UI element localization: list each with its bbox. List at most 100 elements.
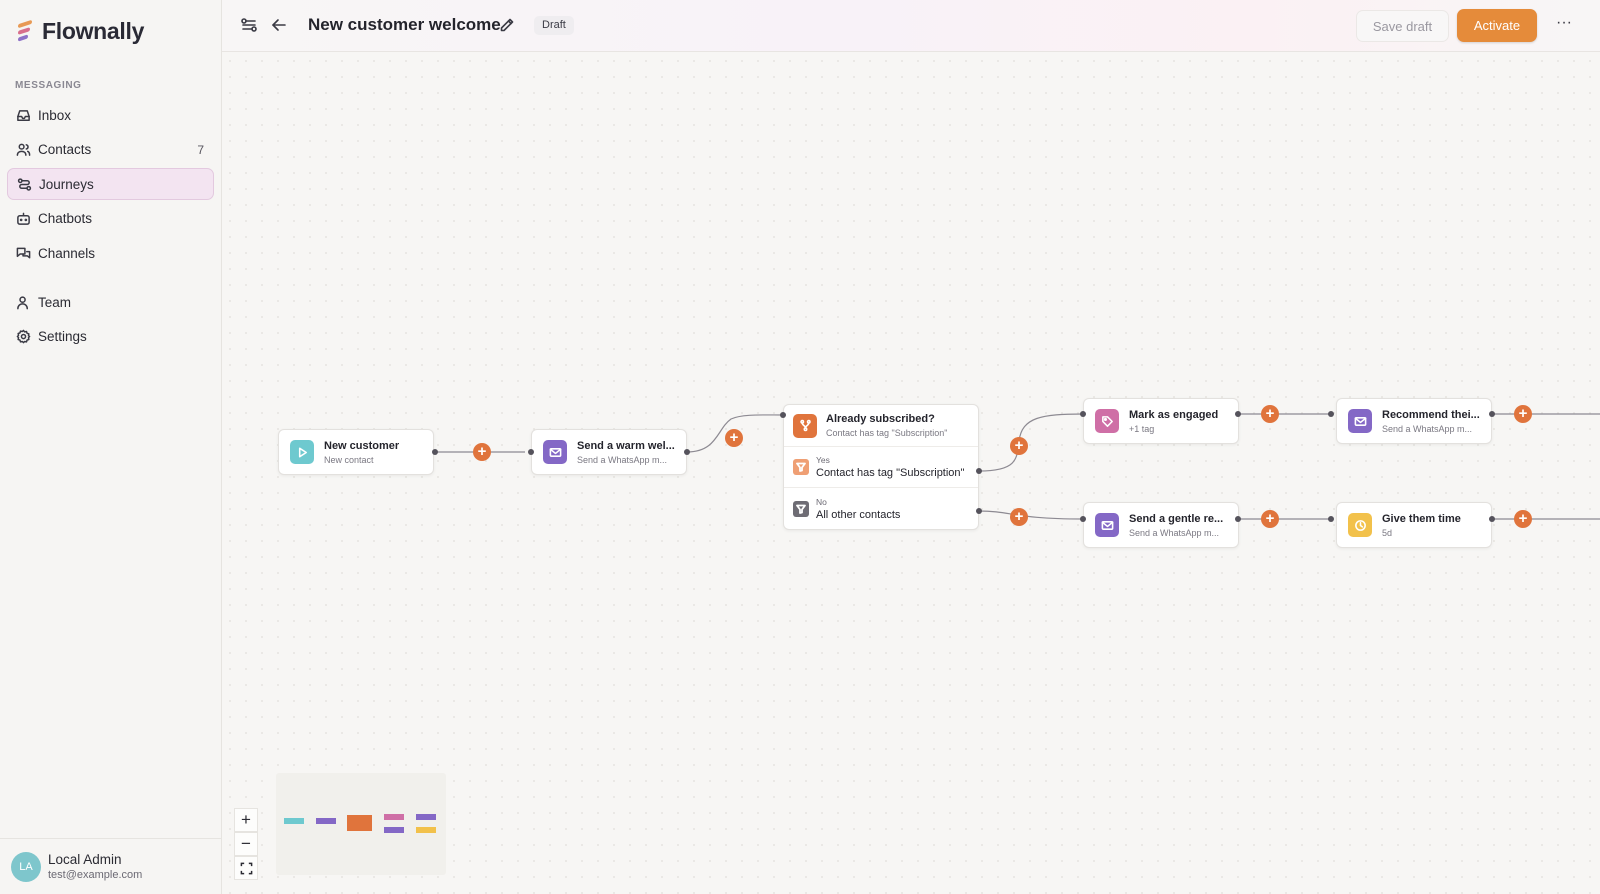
filter-icon: [793, 500, 809, 517]
node-title: Send a gentle re...: [1129, 512, 1224, 525]
zoom-controls: + −: [234, 808, 258, 880]
fit-view-icon: [240, 862, 252, 874]
input-handle[interactable]: [780, 412, 786, 418]
add-step-button[interactable]: +: [1010, 437, 1028, 455]
output-handle[interactable]: [432, 449, 438, 455]
edit-title-icon[interactable]: [499, 17, 515, 33]
activate-button[interactable]: Activate: [1457, 9, 1537, 42]
users-icon: [16, 143, 31, 156]
minimap-node: [416, 814, 436, 820]
sidebar-item-label: Journeys: [39, 176, 94, 192]
sidebar: Flownally MESSAGING Inbox Contacts 7 Jou…: [0, 0, 222, 894]
edge-yes-engaged: [978, 413, 1084, 472]
sidebar-item-team[interactable]: Team: [7, 286, 214, 318]
node-title: Send a warm wel...: [577, 439, 675, 452]
user-email: test@example.com: [48, 869, 143, 881]
zoom-in-button[interactable]: +: [234, 808, 258, 832]
flow-node-condition[interactable]: Already subscribed? Contact has tag "Sub…: [783, 404, 979, 530]
add-step-button[interactable]: +: [1261, 510, 1279, 528]
back-arrow-icon[interactable]: [270, 16, 288, 34]
flow-node-mark-engaged[interactable]: Mark as engaged +1 tag: [1083, 398, 1239, 444]
condition-header: Already subscribed? Contact has tag "Sub…: [784, 405, 978, 447]
avatar: LA: [11, 851, 41, 882]
output-handle[interactable]: [1235, 411, 1241, 417]
branch-text: All other contacts: [816, 508, 901, 521]
minimap-node: [316, 818, 336, 824]
editor-header: New customer welcome Draft Save draft Ac…: [222, 0, 1600, 52]
node-title: Recommend thei...: [1382, 408, 1480, 421]
condition-branch-yes[interactable]: Yes Contact has tag "Subscription": [784, 447, 978, 488]
node-subtitle: 5d: [1382, 527, 1393, 538]
input-handle[interactable]: [1080, 516, 1086, 522]
node-subtitle: Send a WhatsApp m...: [1129, 527, 1220, 538]
branch-text: Contact has tag "Subscription": [816, 467, 965, 479]
input-handle[interactable]: [528, 449, 534, 455]
sidebar-item-contacts[interactable]: Contacts 7: [7, 134, 214, 166]
minimap-node: [284, 818, 304, 824]
tag-icon: [1095, 409, 1119, 433]
flownally-logo-icon: [18, 19, 36, 45]
sidebar-item-chatbots[interactable]: Chatbots: [7, 203, 214, 235]
sidebar-item-label: Contacts: [38, 142, 92, 157]
save-draft-button[interactable]: Save draft: [1356, 10, 1449, 42]
flow-edges: [435, 413, 1600, 520]
node-subtitle: Send a WhatsApp m...: [1382, 423, 1473, 434]
flow-settings-icon[interactable]: [240, 16, 258, 34]
flow-node-send-welcome[interactable]: Send a warm wel... Send a WhatsApp m...: [531, 429, 687, 475]
add-step-button[interactable]: +: [1514, 405, 1532, 423]
sidebar-item-label: Team: [38, 294, 72, 310]
output-handle[interactable]: [1489, 411, 1495, 417]
flow-node-trigger[interactable]: New customer New contact: [278, 429, 434, 475]
sidebar-item-inbox[interactable]: Inbox: [7, 99, 214, 131]
node-title: Already subscribed?: [826, 413, 935, 425]
output-handle[interactable]: [976, 508, 982, 514]
status-badge: Draft: [534, 16, 574, 35]
add-step-button[interactable]: +: [725, 429, 743, 447]
sidebar-item-settings[interactable]: Settings: [7, 321, 214, 353]
inbox-icon: [17, 109, 30, 121]
edge-no-gentle: [978, 510, 1084, 520]
edge-send-condition: [686, 414, 784, 453]
chat-icon: [16, 247, 31, 258]
minimap-node: [384, 814, 404, 820]
output-handle[interactable]: [976, 468, 982, 474]
condition-branch-no[interactable]: No All other contacts: [784, 488, 978, 529]
flow-node-delay[interactable]: Give them time 5d: [1336, 502, 1492, 548]
page-title: New customer welcome: [308, 15, 501, 34]
user-name: Local Admin: [48, 852, 122, 867]
journeys-icon: [17, 177, 32, 191]
sidebar-item-journeys[interactable]: Journeys: [7, 168, 214, 200]
flow-canvas[interactable]: New customer New contact Send a warm wel…: [222, 53, 1600, 894]
brand[interactable]: Flownally: [18, 18, 144, 45]
branch-label: Yes: [816, 455, 830, 465]
sidebar-item-label: Inbox: [38, 107, 72, 123]
sidebar-item-label: Chatbots: [38, 211, 93, 226]
minimap[interactable]: [276, 773, 446, 875]
sidebar-item-channels[interactable]: Channels: [7, 237, 214, 269]
add-step-button[interactable]: +: [1514, 510, 1532, 528]
add-step-button[interactable]: +: [473, 443, 491, 461]
input-handle[interactable]: [1328, 516, 1334, 522]
play-icon: [290, 440, 314, 464]
output-handle[interactable]: [1235, 516, 1241, 522]
node-title: Mark as engaged: [1129, 408, 1219, 421]
output-handle[interactable]: [1489, 516, 1495, 522]
node-subtitle: Contact has tag "Subscription": [826, 428, 948, 438]
mail-icon: [543, 440, 567, 464]
zoom-out-button[interactable]: −: [234, 832, 258, 856]
brand-name: Flownally: [42, 18, 145, 44]
add-step-button[interactable]: +: [1010, 508, 1028, 526]
flow-node-recommend[interactable]: Recommend thei... Send a WhatsApp m...: [1336, 398, 1492, 444]
input-handle[interactable]: [1328, 411, 1334, 417]
fit-view-button[interactable]: [234, 856, 258, 880]
node-subtitle: New contact: [324, 454, 374, 465]
input-handle[interactable]: [1080, 411, 1086, 417]
node-subtitle: +1 tag: [1129, 423, 1155, 434]
more-options-icon[interactable]: ···: [1556, 14, 1572, 31]
sidebar-nav: Inbox Contacts 7 Journeys Chatbots Chann…: [7, 99, 214, 272]
sidebar-item-label: Settings: [38, 329, 87, 344]
user-profile[interactable]: LA Local Admin test@example.com: [0, 838, 222, 894]
add-step-button[interactable]: +: [1261, 405, 1279, 423]
output-handle[interactable]: [684, 449, 690, 455]
flow-node-gentle-reminder[interactable]: Send a gentle re... Send a WhatsApp m...: [1083, 502, 1239, 548]
